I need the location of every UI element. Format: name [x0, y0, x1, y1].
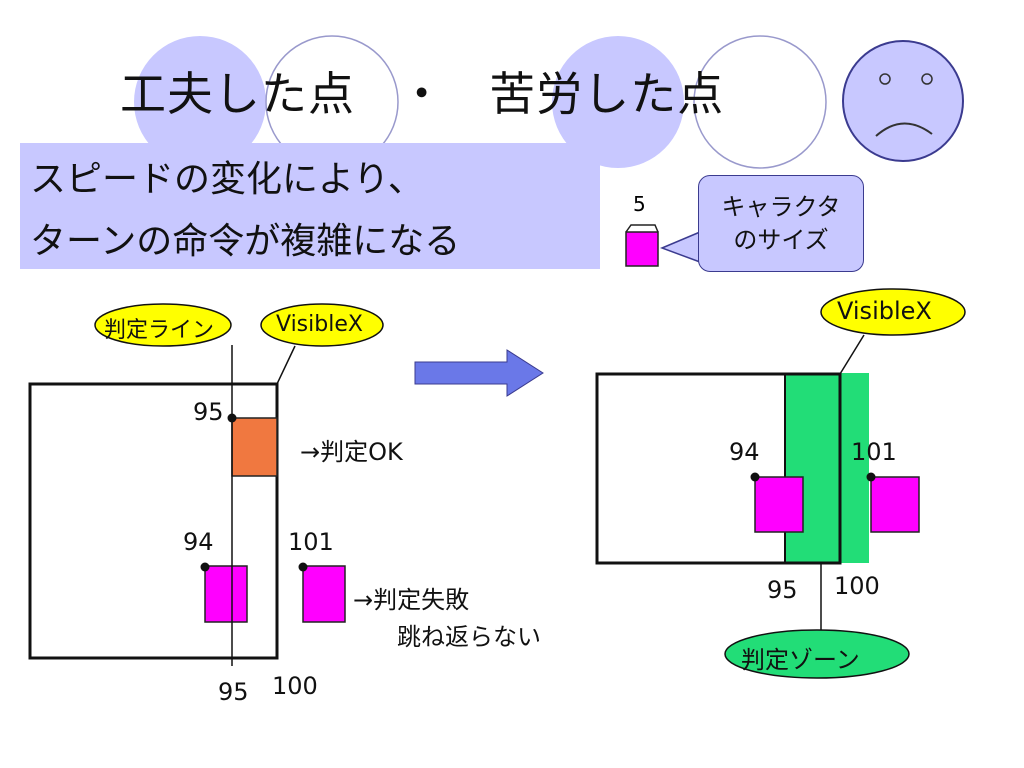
callout-line-2: のサイズ: [733, 225, 829, 254]
judge-line-label: 判定ライン: [104, 318, 215, 343]
fail-block-101: [302, 565, 346, 623]
subtitle-line-2: ターンの命令が複雑になる: [30, 221, 461, 262]
left-diagram: [28, 303, 384, 666]
fail-text-line-1: →判定失敗: [353, 586, 470, 614]
visiblex-leader-right: [839, 334, 865, 375]
subtitle-box: [20, 143, 600, 269]
right-pos-94: 94: [729, 438, 760, 466]
block-101: [870, 476, 920, 533]
right-bottom-100: 100: [834, 572, 880, 600]
callout-line-1: キャラクタ: [721, 193, 841, 222]
left-bottom-100: 100: [272, 672, 318, 700]
title-circle-outline-2: [693, 35, 827, 169]
block-94: [754, 476, 804, 533]
title-circle-filled-1: [134, 36, 266, 168]
fail-block-94: [204, 565, 248, 623]
visiblex-label-bubble-right: [820, 288, 966, 336]
judgement-zone: [785, 373, 869, 563]
left-bottom-95: 95: [218, 678, 249, 706]
title-circle-filled-2: [552, 36, 684, 168]
visiblex-label-left: VisibleX: [276, 312, 363, 337]
title-separator: ・: [398, 67, 446, 121]
fail-text-line-2: 跳ね返らない: [397, 623, 541, 651]
title-part2: 苦労した点: [489, 67, 725, 121]
right-arrow-icon: [414, 349, 544, 397]
ok-block: [231, 417, 278, 477]
zone-label: 判定ゾーン: [741, 646, 860, 674]
right-bottom-95: 95: [767, 576, 798, 604]
subtitle-line-1: スピードの変化により、: [30, 159, 424, 200]
character-size-number: 5: [633, 192, 646, 216]
left-pos-94: 94: [183, 528, 214, 556]
page-title: 工夫した点 ・ 苦労した点: [120, 58, 724, 124]
right-diagram: [595, 288, 966, 679]
zone-label-bubble: [724, 629, 910, 679]
left-top-95: 95: [193, 398, 224, 426]
character-size-callout: キャラクタ のサイズ: [698, 175, 864, 272]
callout-pointer: [659, 231, 701, 263]
sad-face-icon: [842, 40, 964, 162]
visiblex-label-bubble: [260, 303, 384, 347]
visiblex-label-right: VisibleX: [837, 297, 932, 325]
character-size-icon: [625, 224, 659, 267]
left-pos-101: 101: [288, 528, 334, 556]
visiblex-leader: [276, 345, 296, 385]
title-part1: 工夫した点: [120, 67, 355, 121]
right-pos-101: 101: [851, 438, 897, 466]
ok-text: →判定OK: [300, 438, 403, 466]
judge-line-label-bubble: [94, 303, 232, 347]
